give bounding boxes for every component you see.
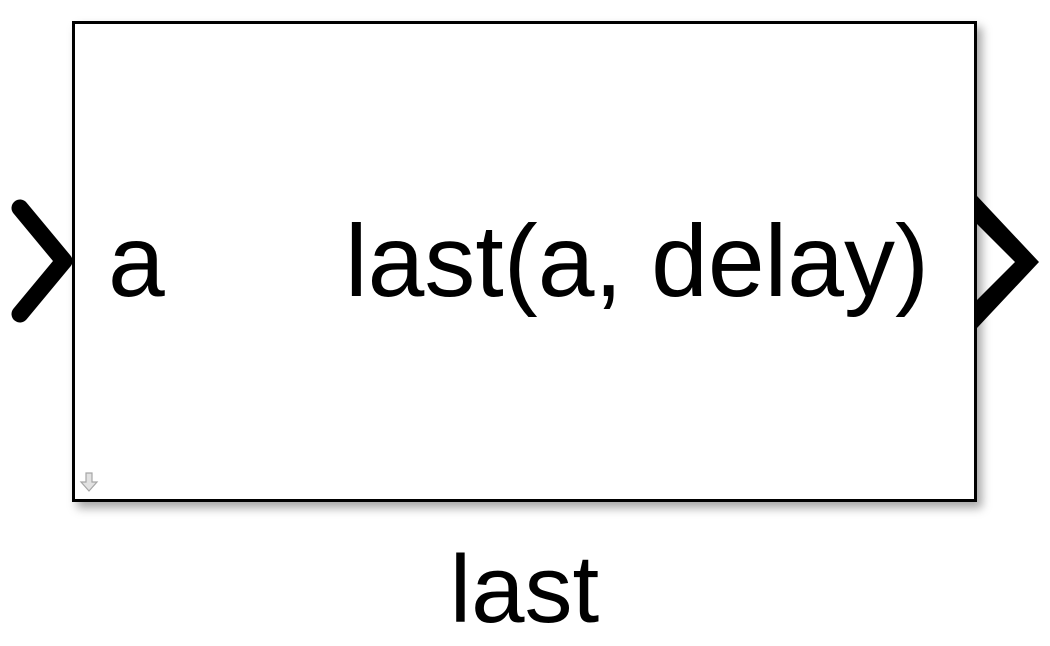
- input-port-icon[interactable]: [8, 194, 78, 330]
- output-port-icon[interactable]: [975, 192, 1043, 332]
- block-expression: last(a, delay): [345, 204, 929, 318]
- last-block[interactable]: [72, 21, 977, 502]
- down-arrow-badge-icon: [79, 472, 99, 492]
- input-port-label: a: [108, 204, 165, 318]
- block-name-label[interactable]: last: [449, 536, 600, 643]
